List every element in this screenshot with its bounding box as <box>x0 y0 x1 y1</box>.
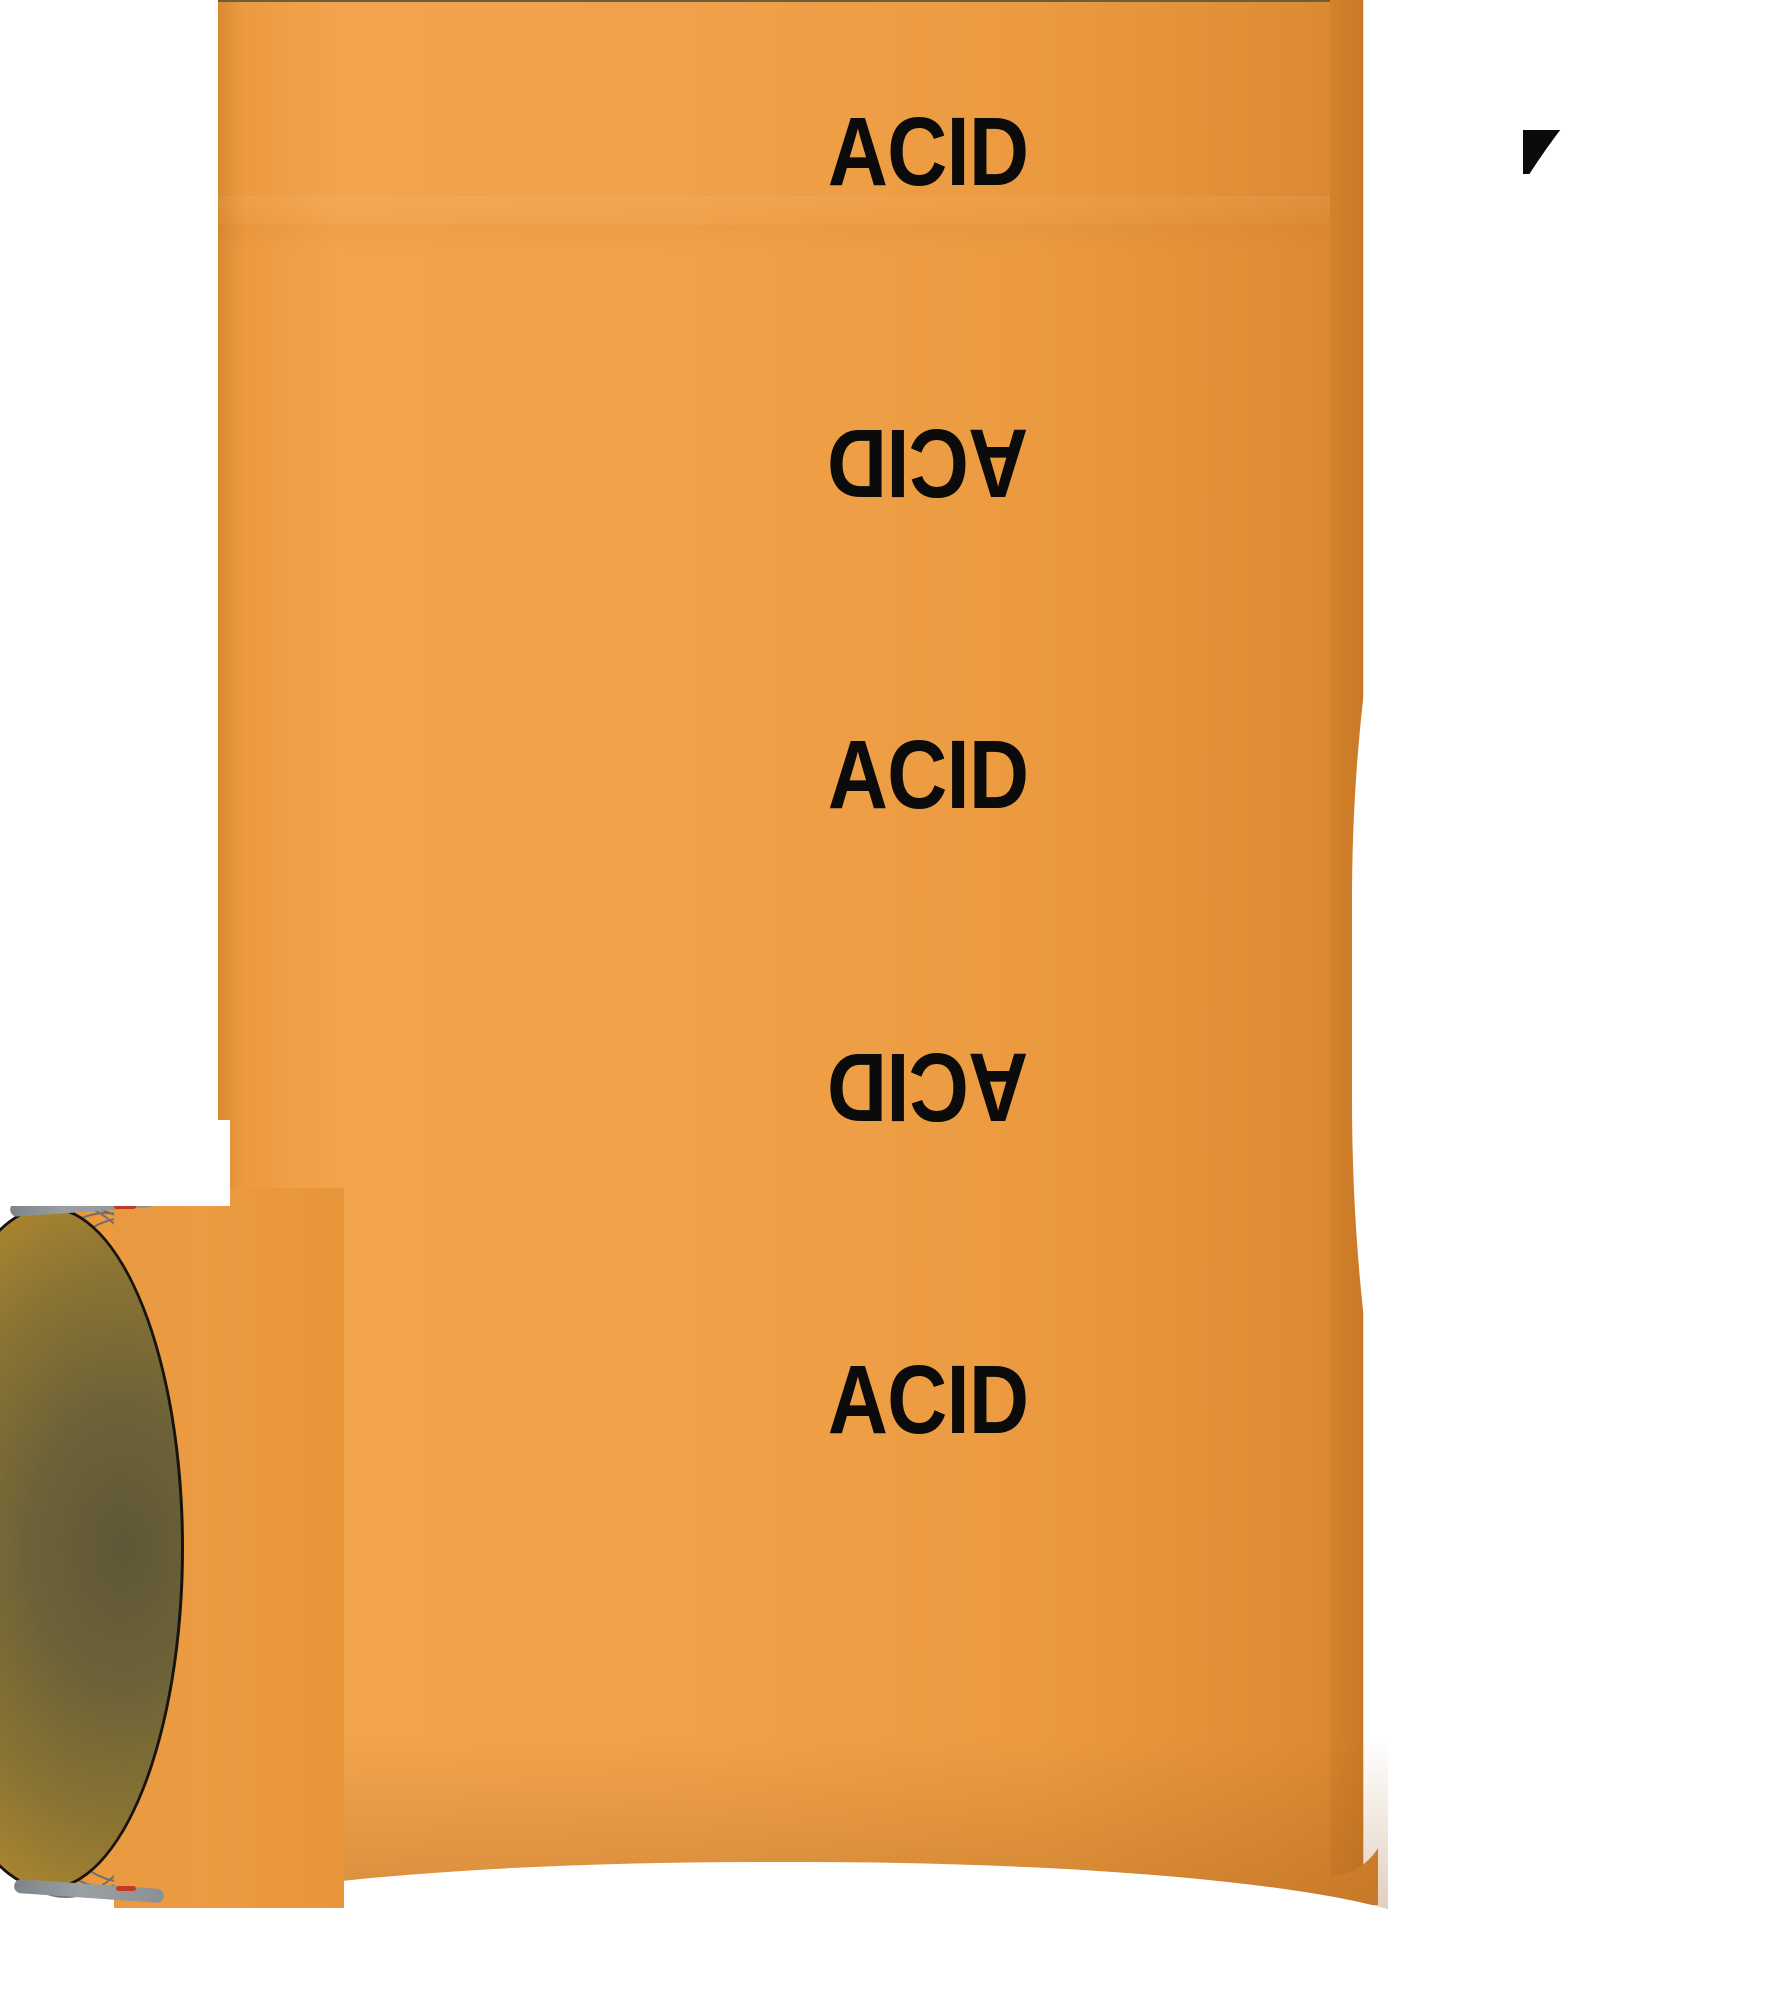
label-row: ACID <box>218 1027 1703 1147</box>
label-text: ACID <box>827 1033 1029 1142</box>
roll-bottom-seam-accent <box>116 1886 136 1891</box>
marker-sheet <box>218 0 1378 1905</box>
sheet-right-silhouette-mask <box>1352 0 1781 2000</box>
label-row: ACID <box>218 1340 1703 1460</box>
label-text: ACID <box>827 97 1029 206</box>
label-row: ACID <box>218 715 1703 835</box>
label-text: ACID <box>827 720 1029 829</box>
label-text: ACID <box>827 409 1029 518</box>
label-row: ACID <box>218 403 1703 523</box>
marker-roll <box>0 1188 344 1908</box>
label-row: ACID <box>218 92 1703 212</box>
roll-top-background-mask <box>0 1120 230 1206</box>
roll-top-seam-accent <box>114 1204 136 1209</box>
label-text: ACID <box>827 1345 1029 1454</box>
